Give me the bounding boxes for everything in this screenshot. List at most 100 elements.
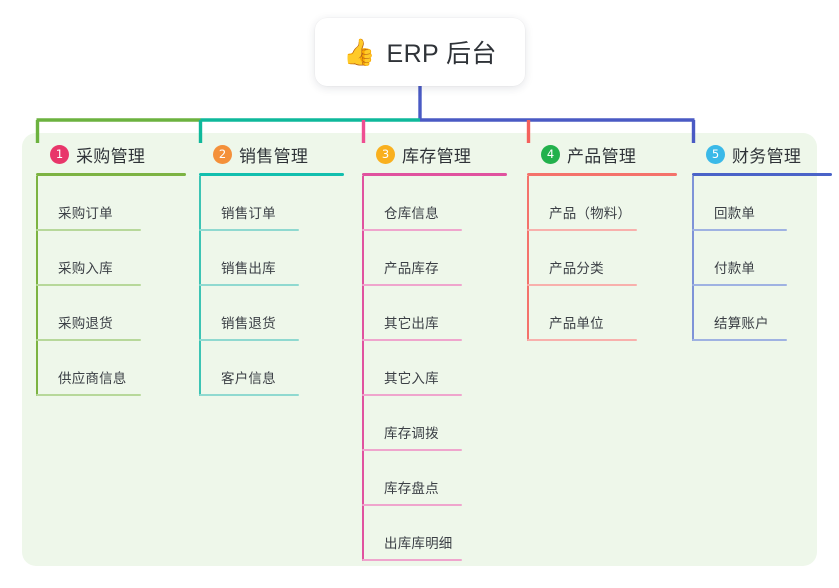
list-item[interactable]: 采购入库 [36, 231, 186, 286]
list-item[interactable]: 销售出库 [199, 231, 344, 286]
list-item[interactable]: 采购订单 [36, 176, 186, 231]
column-title: 库存管理 [402, 146, 472, 166]
list-item-label: 采购入库 [58, 261, 113, 276]
list-item-underline [692, 339, 787, 341]
column-underline [527, 173, 677, 176]
list-item[interactable]: 付款单 [692, 231, 832, 286]
column-header-1[interactable]: 1 采购管理 [36, 141, 186, 167]
list-item-underline [36, 229, 141, 231]
column-spine [362, 176, 364, 561]
column-5: 5 财务管理回款单付款单结算账户 [692, 141, 832, 341]
list-item[interactable]: 仓库信息 [362, 176, 507, 231]
column-1: 1 采购管理采购订单采购入库采购退货供应商信息 [36, 141, 186, 396]
list-item-underline [527, 339, 637, 341]
list-item-label: 其它入库 [384, 371, 439, 386]
column-header-3[interactable]: 3 库存管理 [362, 141, 507, 167]
list-item[interactable]: 结算账户 [692, 286, 832, 341]
root-title: ERP 后台 [386, 40, 497, 68]
column-title: 采购管理 [76, 146, 146, 166]
list-item-underline [199, 394, 299, 396]
column-items: 产品（物料） 产品分类产品单位 [527, 176, 677, 341]
list-item-underline [362, 229, 462, 231]
column-3: 3 库存管理仓库信息产品库存其它出库其它入库库存调拨库存盘点出库库明细 [362, 141, 507, 561]
list-item[interactable]: 库存调拨 [362, 396, 507, 451]
column-badge-icon: 2 [213, 144, 232, 164]
list-item-underline [199, 339, 299, 341]
list-item-label: 仓库信息 [384, 206, 439, 221]
column-header-2[interactable]: 2 销售管理 [199, 141, 344, 167]
list-item-underline [362, 449, 462, 451]
list-item-label: 产品分类 [549, 261, 604, 276]
list-item-label: 库存调拨 [384, 426, 439, 441]
list-item-label: 库存盘点 [384, 481, 439, 496]
list-item-underline [362, 504, 462, 506]
list-item-underline [362, 339, 462, 341]
column-spine [692, 176, 694, 341]
list-item[interactable]: 采购退货 [36, 286, 186, 341]
list-item[interactable]: 回款单 [692, 176, 832, 231]
list-item-label: 出库库明细 [384, 536, 453, 551]
list-item-underline [692, 284, 787, 286]
root-node[interactable]: 👍 ERP 后台 [315, 18, 525, 86]
list-item-label: 产品（物料） [549, 206, 632, 221]
list-item-label: 产品库存 [384, 261, 439, 276]
list-item[interactable]: 产品库存 [362, 231, 507, 286]
column-underline [362, 173, 507, 176]
list-item[interactable]: 产品分类 [527, 231, 677, 286]
list-item-label: 结算账户 [714, 316, 769, 331]
list-item-label: 供应商信息 [58, 371, 127, 386]
column-badge-icon: 1 [50, 144, 69, 164]
column-underline [692, 173, 832, 176]
list-item-label: 客户信息 [221, 371, 276, 386]
column-title: 财务管理 [732, 146, 802, 166]
list-item-underline [527, 229, 637, 231]
list-item-label: 销售订单 [221, 206, 276, 221]
column-badge-icon: 3 [376, 144, 395, 164]
column-items: 回款单付款单结算账户 [692, 176, 832, 341]
column-spine [527, 176, 529, 341]
list-item-underline [36, 394, 141, 396]
list-item[interactable]: 其它出库 [362, 286, 507, 341]
list-item-underline [199, 284, 299, 286]
column-title: 产品管理 [567, 146, 637, 166]
list-item-underline [527, 284, 637, 286]
list-item[interactable]: 库存盘点 [362, 451, 507, 506]
list-item-underline [362, 394, 462, 396]
list-item[interactable]: 产品（物料） [527, 176, 677, 231]
list-item[interactable]: 出库库明细 [362, 506, 507, 561]
list-item-label: 销售退货 [221, 316, 276, 331]
column-items: 采购订单采购入库采购退货供应商信息 [36, 176, 186, 396]
list-item-underline [362, 559, 462, 561]
column-items: 销售订单销售出库销售退货客户信息 [199, 176, 344, 396]
list-item-label: 付款单 [714, 261, 756, 276]
list-item[interactable]: 销售退货 [199, 286, 344, 341]
column-underline [36, 173, 186, 176]
column-items: 仓库信息产品库存其它出库其它入库库存调拨库存盘点出库库明细 [362, 176, 507, 561]
list-item-label: 采购退货 [58, 316, 113, 331]
list-item-underline [36, 339, 141, 341]
list-item[interactable]: 销售订单 [199, 176, 344, 231]
list-item-label: 其它出库 [384, 316, 439, 331]
column-4: 4 产品管理产品（物料） 产品分类产品单位 [527, 141, 677, 341]
column-spine [36, 176, 38, 396]
column-badge-icon: 5 [706, 144, 725, 164]
column-2: 2 销售管理销售订单销售出库销售退货客户信息 [199, 141, 344, 396]
list-item-label: 采购订单 [58, 206, 113, 221]
list-item-underline [692, 229, 787, 231]
list-item-underline [362, 284, 462, 286]
list-item[interactable]: 供应商信息 [36, 341, 186, 396]
list-item-underline [36, 284, 141, 286]
column-spine [199, 176, 201, 396]
column-header-4[interactable]: 4 产品管理 [527, 141, 677, 167]
list-item-underline [199, 229, 299, 231]
list-item[interactable]: 产品单位 [527, 286, 677, 341]
columns-panel [22, 133, 817, 566]
list-item-label: 回款单 [714, 206, 756, 221]
list-item[interactable]: 其它入库 [362, 341, 507, 396]
column-header-5[interactable]: 5 财务管理 [692, 141, 832, 167]
list-item[interactable]: 客户信息 [199, 341, 344, 396]
column-badge-icon: 4 [541, 144, 560, 164]
column-underline [199, 173, 344, 176]
column-title: 销售管理 [239, 146, 309, 166]
